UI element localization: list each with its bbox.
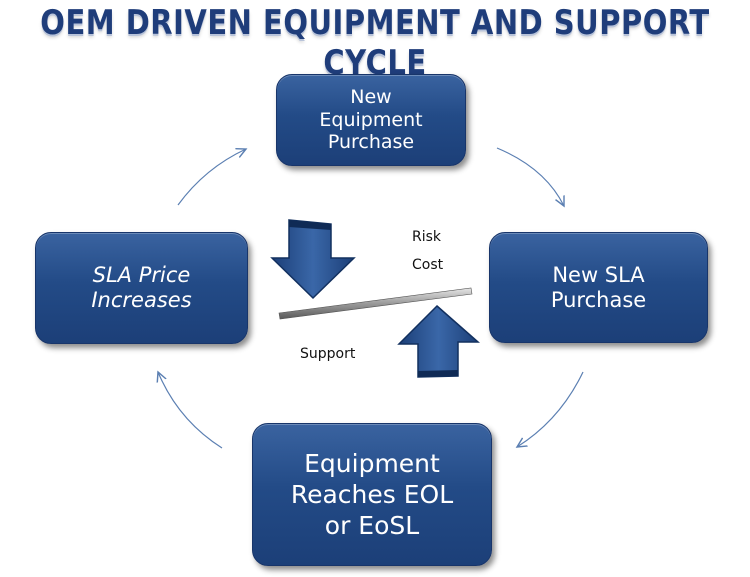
arrow-purchase-to-sla (496, 147, 564, 206)
node-label: SLA Price Increases (91, 263, 192, 312)
node-sla-price-increases: SLA Price Increases (35, 232, 248, 344)
node-new-equipment-purchase: New Equipment Purchase (276, 74, 466, 166)
node-label: Equipment Reaches EOL or EoSL (290, 448, 454, 541)
arrow-sla-to-eol (517, 371, 584, 447)
node-equipment-eol: Equipment Reaches EOL or EoSL (252, 423, 492, 566)
down-arrow-icon (270, 219, 356, 300)
node-label: New Equipment Purchase (319, 86, 423, 154)
balance-bar (278, 287, 473, 320)
node-new-sla-purchase: New SLA Purchase (489, 232, 708, 343)
page-title: OEM DRIVEN EQUIPMENT AND SUPPORT CYCLE (40, 2, 710, 83)
node-label: New SLA Purchase (550, 262, 647, 312)
cost-label: Cost (412, 257, 444, 273)
arrow-price-to-purchase (177, 149, 246, 206)
arrow-eol-to-price (158, 372, 223, 449)
risk-label: Risk (412, 229, 442, 245)
support-label: Support (300, 346, 356, 362)
up-arrow-icon (397, 304, 480, 378)
